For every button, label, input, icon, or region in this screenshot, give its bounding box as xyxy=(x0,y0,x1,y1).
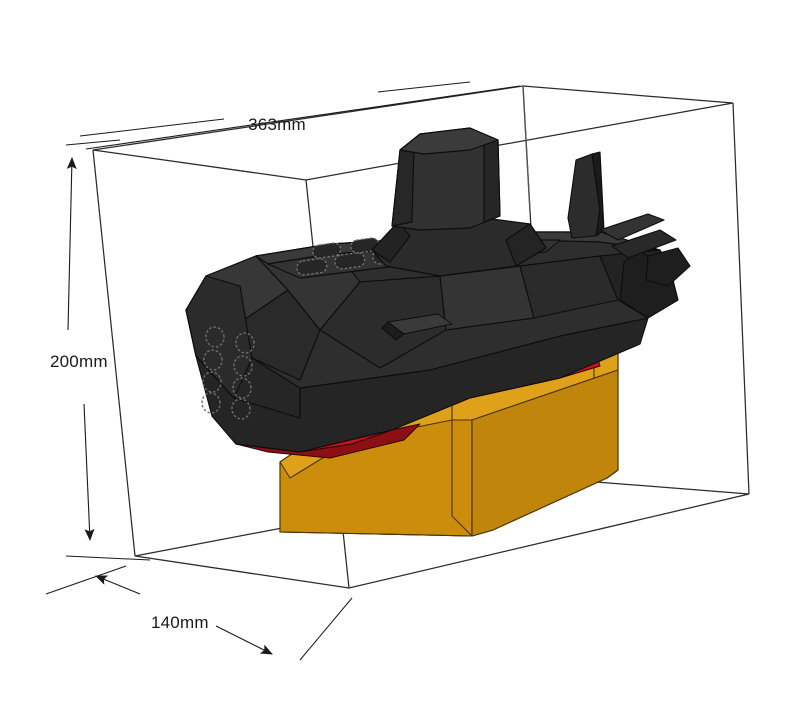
stern-control-surfaces xyxy=(567,151,691,287)
torpedo-tubes xyxy=(201,326,255,420)
dim-length-line xyxy=(85,85,521,150)
dim-length-ext-left xyxy=(79,118,225,137)
bow-dome-face-front xyxy=(185,275,253,399)
silo-hatch-1 xyxy=(296,258,328,276)
dim-depth-line-left xyxy=(95,575,141,595)
sail-tower-right-facet xyxy=(483,137,501,223)
stern-rudder-fin-edge xyxy=(591,151,605,237)
dive-plane-edge xyxy=(381,321,405,341)
bbox-edge-back-right xyxy=(732,102,750,495)
stern-plane-port xyxy=(599,213,665,241)
torpedo-tube-5 xyxy=(202,371,222,393)
dive-plane xyxy=(381,313,453,341)
torpedo-tube-2 xyxy=(235,332,255,354)
dimension-depth: 140mm xyxy=(45,565,353,661)
dim-depth-ext-far xyxy=(299,597,353,661)
periscope-mast xyxy=(522,85,531,213)
sail-base-fairing-right xyxy=(505,223,547,267)
dim-length-ext-right xyxy=(377,81,471,93)
sail-top-face xyxy=(399,127,499,155)
dim-height-line-lower xyxy=(83,403,95,541)
dim-depth-line-right xyxy=(215,625,273,655)
torpedo-tube-1 xyxy=(205,326,225,348)
silo-hatch-2 xyxy=(334,252,366,270)
dim-height-ext-bottom xyxy=(65,555,151,561)
dim-height-ext-top xyxy=(65,139,121,146)
torpedo-tube-7 xyxy=(201,392,221,414)
dim-height-line-upper xyxy=(66,157,77,331)
torpedo-tube-6 xyxy=(232,377,252,399)
dimension-length-label: 363mm xyxy=(248,115,306,134)
stand-outer-right-face xyxy=(471,369,619,537)
dimension-depth-label: 140mm xyxy=(151,613,209,632)
underside-keel-red xyxy=(235,423,421,459)
sail-tower-left-facet xyxy=(391,145,415,227)
torpedo-tube-4 xyxy=(233,355,253,377)
dimension-height-label: 200mm xyxy=(50,352,108,371)
silo-hatch-5 xyxy=(312,242,342,259)
conning-tower-sail xyxy=(371,85,547,277)
bbox-edge-front-left xyxy=(92,149,136,557)
hull-facet-mid-aft xyxy=(439,265,535,331)
stern-aft-fairing xyxy=(645,247,691,287)
stern-plane-starboard xyxy=(611,229,677,259)
dim-depth-ext-near xyxy=(45,565,127,595)
dimension-height: 200mm xyxy=(50,139,151,561)
sail-base-fairing-left xyxy=(371,221,411,263)
torpedo-tube-3 xyxy=(203,349,223,371)
dimension-length: 363mm xyxy=(79,81,521,150)
torpedo-tube-8 xyxy=(231,398,251,420)
